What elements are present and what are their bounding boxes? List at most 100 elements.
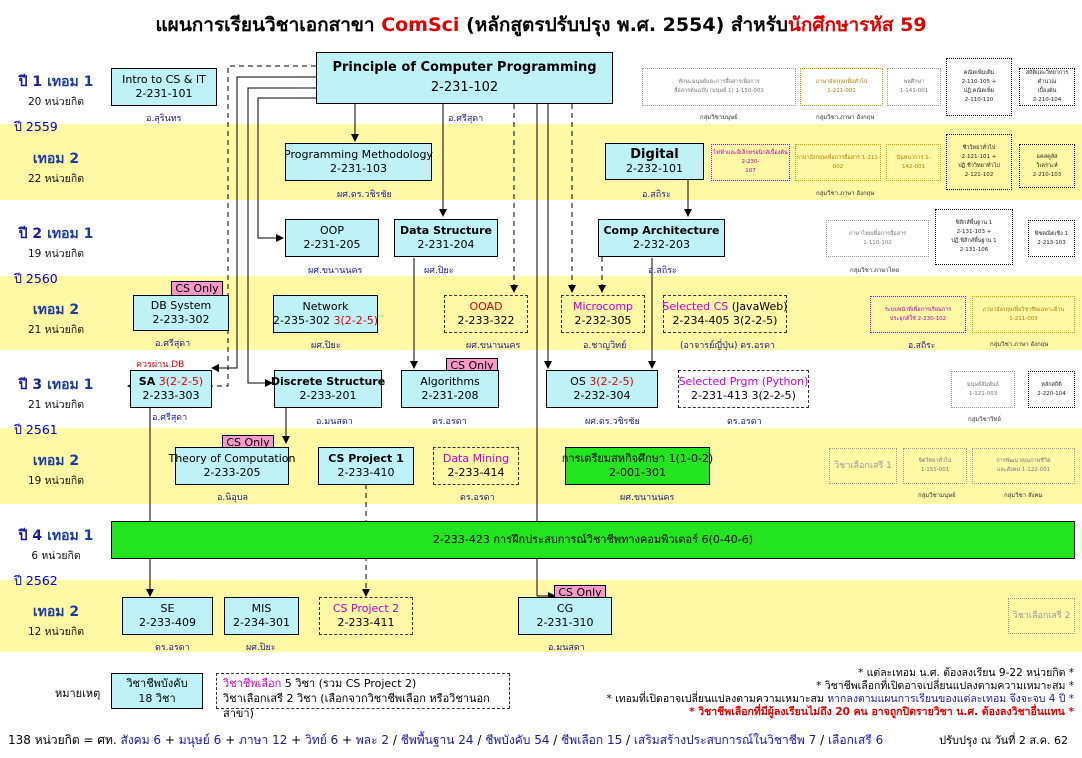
- ge-course-box: หลักสถิติ2-220-104: [1028, 371, 1075, 408]
- legend-elective-box: วิชาชีพเลือก 5 วิชา (รวม CS Project 2) ว…: [216, 673, 510, 720]
- note-line: * เทอมที่เปิดอาจเปลี่ยนแปลงตามความเหมาะส…: [606, 693, 1074, 705]
- note-line: * แต่ละเทอม น.ศ. ต้องลงเรียน 9-22 หน่วยก…: [858, 667, 1074, 679]
- group-label: กลุ่มวิชา สังคม: [1004, 492, 1043, 499]
- ge-course-box: ภาษาอังกฤษเพื่อการสื่อสาร 1-211-002: [795, 144, 881, 181]
- course-os[interactable]: OS 3(2-2-5)2-232-304: [546, 370, 658, 408]
- ge-course-box: แคลคูลัสวิเคราะห์2-210-103: [1019, 144, 1075, 188]
- group-label: กลุ่มวิชาวิทย์: [968, 416, 1001, 423]
- instructor-label: อ.นิอุบล: [217, 493, 249, 503]
- note-line: * วิชาชีพเลือกที่มีผู้ลงเรียนไม่ถึง 20 ค…: [689, 706, 1074, 718]
- group-label: กลุ่มวิชามนุษย์: [918, 492, 956, 499]
- free-elective-box: วิชาเลือกเสรี 2: [1008, 598, 1075, 634]
- instructor-label: อ.ศรีสุดา: [152, 413, 188, 423]
- instructor-label: อ.มนสดา: [548, 643, 585, 653]
- instructor-label: ผศ.ขนานนคร: [308, 266, 363, 276]
- instructor-label: ผศ.ดร.วชิรชัย: [585, 417, 640, 427]
- ge-course-box: นันทนาการ 1-142-001: [886, 144, 941, 181]
- group-label: กลุ่มวิชา.ภาษา อังกฤษ: [816, 190, 875, 197]
- instructor-label: ผศ.ขนานนคร: [466, 341, 521, 351]
- era-label: ปี 2561: [14, 422, 58, 437]
- course-sa[interactable]: SA 3(2-2-5)2-233-303: [130, 370, 212, 408]
- ge-course-box: มนุษย์สัมพันธ์1-121-003: [951, 371, 1015, 408]
- instructor-label: ดร.อรดา: [432, 417, 467, 427]
- ge-course-box: การพัฒนาคุณภาพชีวิตและสังคม 1-122-001: [972, 448, 1075, 484]
- band-y1t2: [0, 124, 1082, 200]
- group-label: กลุ่มวิชามนุษย์: [700, 114, 738, 121]
- note-line: * วิชาชีพเลือกที่เปิดอาจเปลี่ยนแปลงตามคว…: [816, 680, 1074, 692]
- instructor-label: ดร.อรดา: [155, 643, 190, 653]
- instructor-label: อ.สถิระ: [642, 190, 671, 200]
- course-selected-cs[interactable]: Selected CS (JavaWeb)2-234-405 3(2-2-5): [662, 295, 788, 333]
- instructor-label: ผศ.ขนานนคร: [620, 493, 675, 503]
- era-label: ปี 2562: [14, 573, 58, 588]
- course-selected-prgm[interactable]: Selected Prgm (Python)2-231-413 3(2-2-5): [678, 370, 809, 408]
- page-title: แผนการเรียนวิชาเอกสาขา ComSci (หลักสูตรป…: [155, 14, 927, 36]
- instructor-label: ดร.อรดา: [727, 417, 762, 427]
- instructor-label: อ.มนสดา: [316, 417, 353, 427]
- group-label: อ.สถิระ: [908, 341, 936, 351]
- prerequisite-note: ควรผ่าน DB: [136, 360, 185, 370]
- instructor-label: อ.ศรีสุดา: [448, 114, 484, 124]
- instructor-label: อ.ชาญวิทย์: [583, 341, 627, 351]
- ge-course-box: ไฟฟ้าและอิเล็กทรอนิกส์เบื้องต้น 2-230-10…: [711, 144, 790, 181]
- legend-label: หมายเหตุ: [55, 687, 101, 700]
- free-elective-box: วิชาเลือกเสรี 1: [829, 448, 897, 484]
- credit-summary: 138 หน่วยกิต = ศท. สังคม 6 + มนุษย์ 6 + …: [8, 733, 884, 747]
- instructor-label: ดร.อรดา: [460, 493, 495, 503]
- instructor-label: อ.ศรีสุดา: [155, 339, 191, 349]
- group-label: กลุ่มวิชา.ภาษา อังกฤษ: [990, 341, 1049, 348]
- group-label: กลุ่มวิชา.ภาษาไทย: [850, 267, 900, 274]
- era-label: ปี 2559: [14, 119, 58, 134]
- ge-course-box: ระบบหน้าที่เพื่อการเรียนการประยุกต์ใช้ 2…: [870, 296, 966, 333]
- instructor-label: อ.สถิระ: [648, 266, 677, 276]
- course-coop-prep[interactable]: การเตรียมสหกิจศึกษา 1(1-0-2)2-001-301: [562, 447, 713, 485]
- instructor-label: ผศ.ปิยะ: [311, 341, 341, 351]
- instructor-label: (อาจารย์ญี่ปุ่น) ดร.อรดา: [680, 341, 775, 351]
- instructor-label: ผศ.ดร.วชิรชัย: [337, 190, 392, 200]
- instructor-label: อ.สุรินทร: [146, 114, 182, 124]
- ge-course-box: ทักษะมนุษย์และการสื่อสารเพื่อการสื่อสารต…: [642, 68, 796, 106]
- instructor-label: ผศ.ปิยะ: [424, 266, 454, 276]
- course-internship[interactable]: 2-233-423 การฝึกประสบการณ์วิชาชีพทางคอมพ…: [111, 521, 1075, 559]
- group-label: กลุ่มวิชา.ภาษา อังกฤษ: [816, 114, 875, 121]
- instructor-label: ผศ.ปิยะ: [246, 643, 276, 653]
- updated-date: ปรับปรุง ณ วันที่ 2 ส.ค. 62: [939, 734, 1068, 747]
